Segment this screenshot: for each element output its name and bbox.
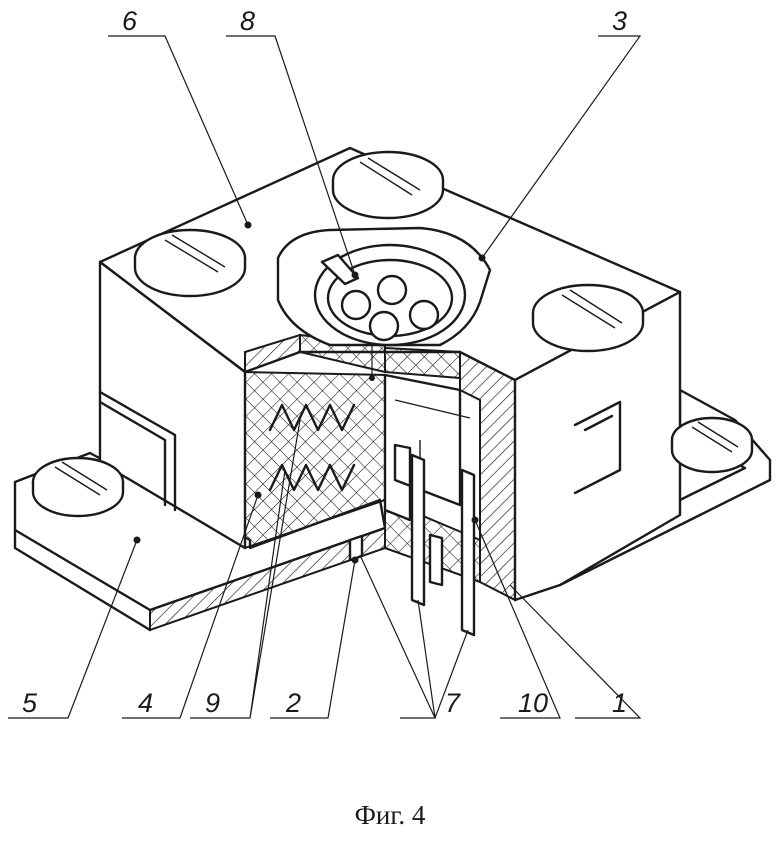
callout-4: 4 — [138, 688, 153, 718]
callout-2: 2 — [285, 688, 301, 718]
callout-1: 1 — [612, 688, 627, 718]
figure-caption: Фиг. 4 — [354, 800, 426, 830]
leader-lines — [8, 35, 642, 719]
screw-top-left — [133, 228, 247, 298]
callout-10: 10 — [518, 688, 548, 718]
callout-6: 6 — [122, 6, 138, 36]
callout-5: 5 — [22, 688, 38, 718]
callout-9: 9 — [205, 688, 220, 718]
callout-labels: 6 8 3 5 4 9 2 7 10 1 — [22, 6, 627, 718]
screw-base-left — [31, 456, 125, 518]
screws — [31, 150, 754, 518]
screw-top-right — [531, 283, 645, 353]
callout-8: 8 — [240, 6, 255, 36]
sectioned-cutaway — [244, 333, 516, 637]
callout-3: 3 — [612, 6, 627, 36]
screw-base-right — [670, 416, 754, 474]
callout-7: 7 — [445, 688, 461, 718]
screw-top-back — [331, 150, 445, 220]
socket — [276, 226, 492, 347]
